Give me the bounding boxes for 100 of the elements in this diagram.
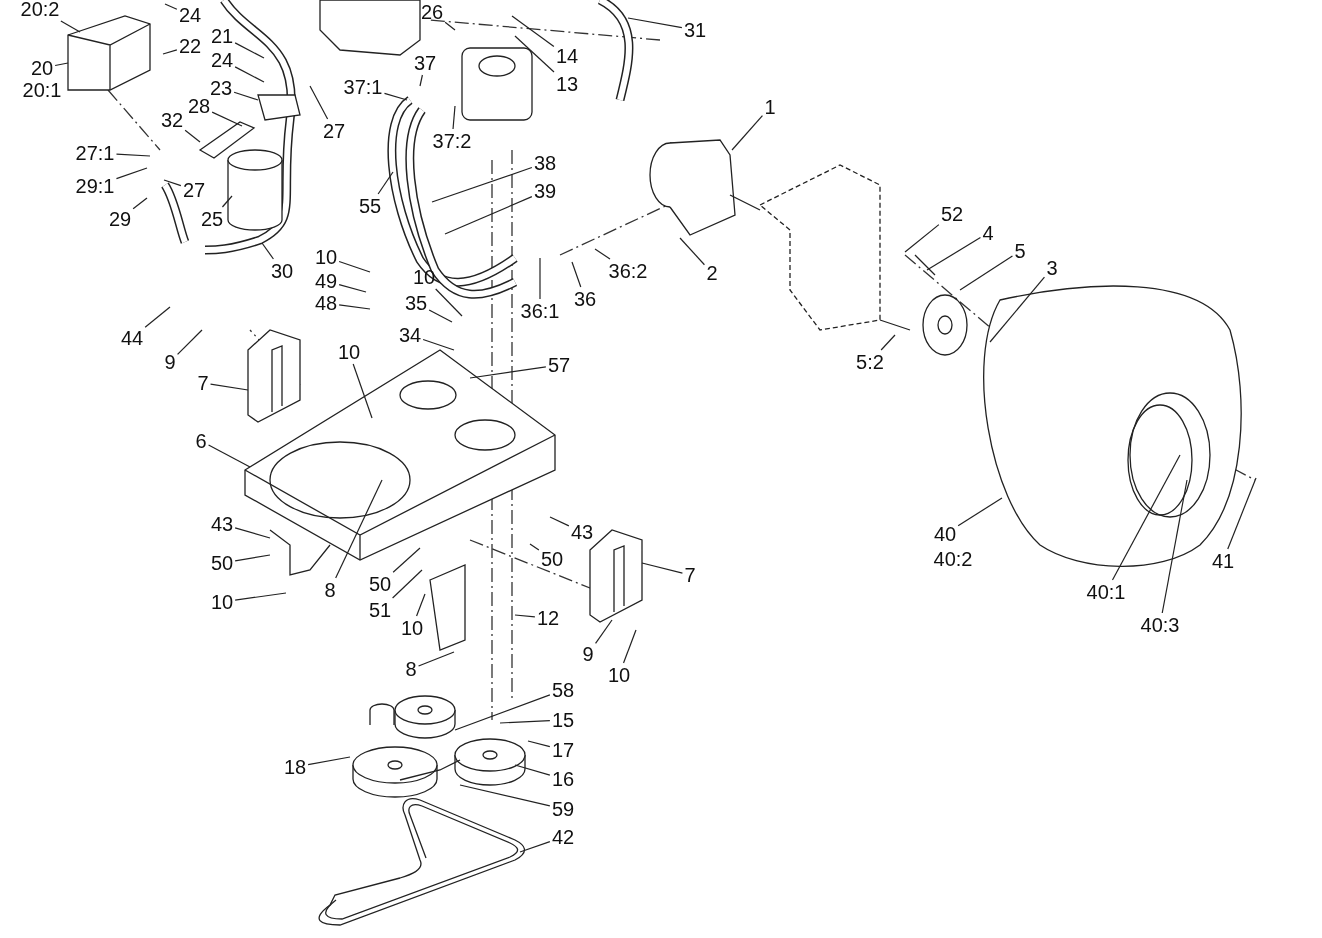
leader-line <box>176 329 203 356</box>
callout-number: 20:1 <box>21 79 63 101</box>
callout-number: 16 <box>550 768 576 790</box>
leader-line <box>511 15 555 48</box>
callout-number: 31 <box>682 19 708 41</box>
callout-number: 9 <box>581 643 595 665</box>
leader-line <box>234 42 265 59</box>
callout-number: 3 <box>1045 257 1059 279</box>
leader-line <box>444 21 456 31</box>
callout-number: 27:1 <box>74 142 116 164</box>
leader-line <box>1161 479 1188 614</box>
callout-number: 35 <box>403 292 429 314</box>
callout-number: 7 <box>683 564 697 586</box>
leader-line <box>417 651 455 667</box>
leader-line <box>338 304 371 310</box>
callout-number: 24 <box>177 4 203 26</box>
leader-line <box>957 497 1003 527</box>
leader-line <box>679 237 706 266</box>
callout-number: 36:2 <box>607 260 649 282</box>
callout-number: 40 <box>932 523 958 545</box>
callout-number: 9 <box>163 351 177 373</box>
callout-number: 24 <box>209 49 235 71</box>
callout-number: 34 <box>397 324 423 346</box>
leader-line <box>594 248 611 260</box>
leader-line <box>514 35 555 73</box>
callout-number: 10 <box>209 591 235 613</box>
leader-line <box>115 153 151 157</box>
leader-line <box>431 166 533 203</box>
leader-line <box>514 614 536 618</box>
leader-line <box>622 629 637 664</box>
callout-number: 41 <box>1210 550 1236 572</box>
callout-number: 40:3 <box>1139 614 1181 636</box>
callout-number: 38 <box>532 152 558 174</box>
leader-line <box>880 334 896 351</box>
callout-number: 36:1 <box>519 300 561 322</box>
callout-number: 37:1 <box>342 76 384 98</box>
callout-number: 32 <box>159 109 185 131</box>
leader-line <box>422 338 455 351</box>
callout-number: 59 <box>550 798 576 820</box>
callout-number: 10 <box>399 617 425 639</box>
leader-line <box>392 547 421 573</box>
leader-line <box>959 255 1014 291</box>
leader-line <box>211 111 243 127</box>
leader-line <box>234 66 265 83</box>
leader-line <box>1111 454 1181 581</box>
callout-number: 43 <box>209 513 235 535</box>
callout-number: 36 <box>572 288 598 310</box>
leader-line <box>352 363 373 419</box>
leader-line <box>132 197 148 210</box>
callout-number: 42 <box>550 826 576 848</box>
leader-line <box>641 562 684 574</box>
leader-line <box>904 224 940 253</box>
leader-line <box>383 92 408 101</box>
callout-number: 1 <box>763 96 777 118</box>
leader-line <box>527 740 551 748</box>
leader-line <box>234 554 271 562</box>
callout-number: 21 <box>209 25 235 47</box>
callout-number: 39 <box>532 180 558 202</box>
callout-number: 49 <box>313 270 339 292</box>
callout-number: 7 <box>196 372 210 394</box>
leader-line <box>469 366 547 379</box>
callout-number: 50 <box>539 548 565 570</box>
leader-line <box>529 543 540 551</box>
callout-number: 30 <box>269 260 295 282</box>
callout-number: 51 <box>367 599 393 621</box>
leader-line <box>519 841 551 853</box>
callout-number: 58 <box>550 679 576 701</box>
leader-line <box>60 20 81 33</box>
callout-number: 37 <box>412 52 438 74</box>
leader-line <box>234 527 271 539</box>
leader-line <box>338 260 371 273</box>
leader-line <box>731 114 764 151</box>
callout-number: 43 <box>569 521 595 543</box>
callout-number: 55 <box>357 195 383 217</box>
callout-number: 29:1 <box>74 175 116 197</box>
callout-number: 27 <box>321 120 347 142</box>
leader-line <box>416 593 426 617</box>
callout-number: 50 <box>209 552 235 574</box>
callout-number: 10 <box>606 664 632 686</box>
callout-number: 15 <box>550 709 576 731</box>
callout-number: 8 <box>323 579 337 601</box>
callout-number: 37:2 <box>431 130 473 152</box>
callout-number: 40:1 <box>1085 581 1127 603</box>
leader-line <box>499 720 551 724</box>
callout-number: 20 <box>29 57 55 79</box>
callout-number: 5:2 <box>855 351 885 373</box>
callout-number: 10 <box>336 341 362 363</box>
callout-number: 13 <box>554 73 580 95</box>
leader-line <box>162 49 178 55</box>
callout-number: 50 <box>367 573 393 595</box>
leader-line <box>207 444 251 468</box>
callout-number: 52 <box>939 203 965 225</box>
callout-number: 22 <box>177 35 203 57</box>
callout-number: 57 <box>546 354 572 376</box>
leader-line <box>627 17 683 29</box>
leader-line <box>115 167 148 180</box>
leader-line <box>184 129 201 143</box>
callout-number: 48 <box>313 292 339 314</box>
callout-number: 29 <box>107 208 133 230</box>
leader-line <box>144 306 171 328</box>
